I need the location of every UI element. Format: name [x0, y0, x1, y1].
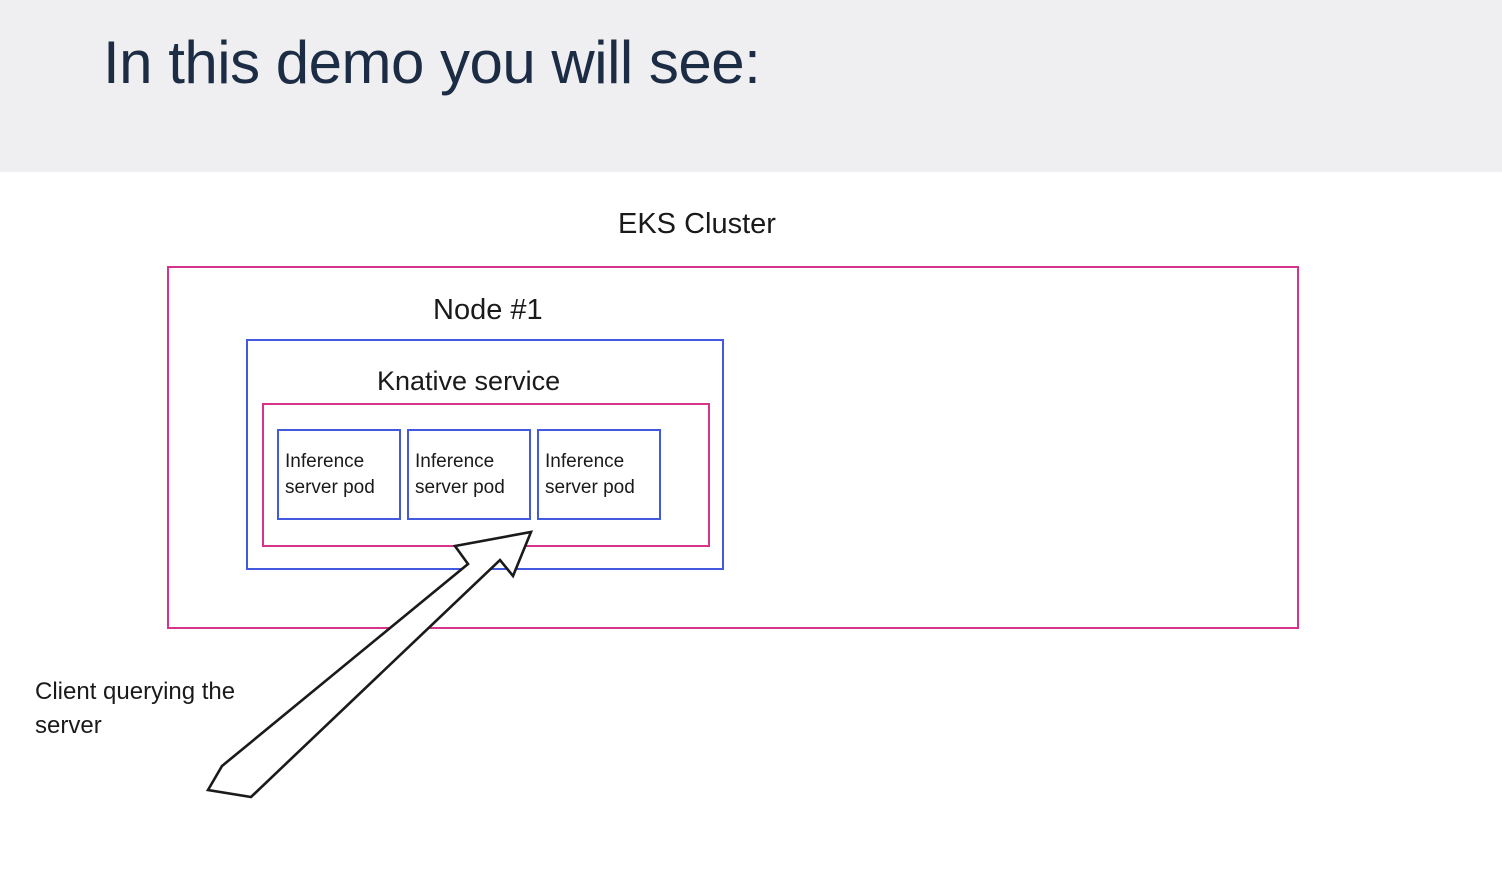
- client-annotation-label: Client querying the server: [35, 678, 236, 739]
- inference-server-pod-label: Inference server pod: [285, 450, 375, 498]
- page-title: In this demo you will see:: [103, 29, 761, 96]
- architecture-diagram: EKS Cluster Node #1 Knative service Infe…: [0, 172, 1502, 884]
- inference-server-pod-2: Inference server pod: [407, 429, 531, 520]
- inference-server-pod-label: Inference server pod: [545, 450, 635, 498]
- node-label: Node #1: [433, 294, 543, 326]
- inference-pod-row: Inference server pod Inference server po…: [277, 429, 663, 520]
- knative-service-label: Knative service: [377, 366, 561, 396]
- eks-cluster-box: [167, 266, 1299, 629]
- slide-header-band: In this demo you will see:: [0, 0, 1502, 172]
- inference-server-pod-label: Inference server pod: [415, 450, 505, 498]
- inference-server-pod-1: Inference server pod: [277, 429, 401, 520]
- eks-cluster-label: EKS Cluster: [618, 208, 776, 240]
- inference-server-pod-3: Inference server pod: [537, 429, 661, 520]
